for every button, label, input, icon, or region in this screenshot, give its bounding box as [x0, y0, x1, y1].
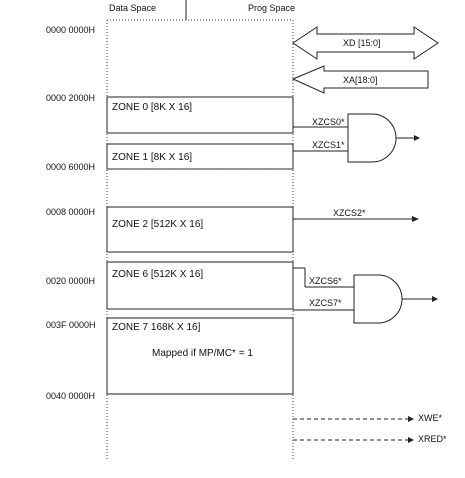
xred-label: XRED*	[418, 434, 447, 444]
and-gate-zone01	[347, 113, 397, 163]
address-label: 0040 0000H	[46, 391, 96, 401]
xzcs2-arrowhead	[412, 216, 419, 222]
gate1-output-arrowhead	[414, 135, 420, 141]
xzcs7-label: XZCS7*	[309, 298, 342, 308]
xd-bus-label: XD [15:0]	[343, 38, 381, 48]
data-space-label: Data Space	[109, 3, 157, 13]
mapped-note: Mapped if MP/MC* = 1	[152, 348, 253, 359]
address-label: 003F 0000H	[46, 320, 96, 330]
address-label: 0000 0000H	[46, 25, 96, 35]
prog-space-label: Prog Space	[248, 3, 296, 13]
zone7-label: ZONE 7 168K X 16]	[112, 322, 201, 333]
zone2-box	[106, 206, 294, 253]
xzcs2-label: XZCS2*	[333, 208, 366, 218]
zone6-box	[106, 261, 294, 310]
and-gate-zone67	[353, 274, 403, 324]
xwe-arrowhead	[408, 416, 414, 422]
address-label: 0008 0000H	[46, 207, 96, 217]
xa-bus-arrow	[291, 65, 429, 94]
address-label: 0000 6000H	[46, 162, 96, 172]
address-label: 0000 2000H	[46, 93, 96, 103]
zone0-label: ZONE 0 [8K X 16]	[112, 102, 193, 113]
xwe-label: XWE*	[418, 413, 443, 423]
gate2-output-arrowhead	[432, 296, 438, 302]
address-label: 0020 0000H	[46, 276, 96, 286]
xzcs1-label: XZCS1*	[312, 140, 345, 150]
xzcs6-label: XZCS6*	[309, 276, 342, 286]
zone2-label: ZONE 2 [512K X 16]	[112, 219, 204, 230]
zone1-label: ZONE 1 [8K X 16]	[112, 152, 193, 163]
xred-arrowhead	[408, 437, 414, 443]
zone0-box	[106, 96, 294, 134]
zone6-label: ZONE 6 [512K X 16]	[112, 269, 204, 280]
xa-bus-label: XA[18:0]	[343, 75, 378, 85]
zone7-box	[106, 317, 294, 395]
xzcs0-label: XZCS0*	[312, 117, 345, 127]
xd-bus-arrow	[292, 26, 439, 60]
